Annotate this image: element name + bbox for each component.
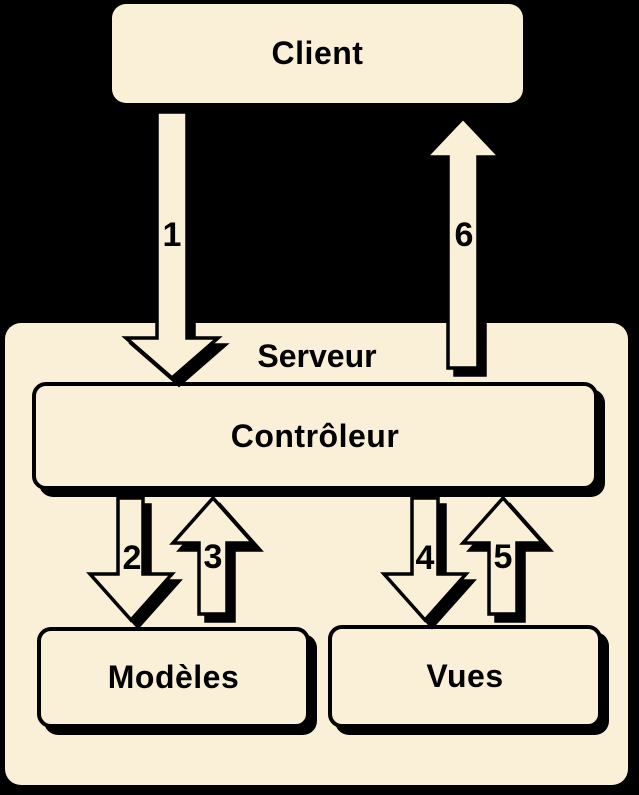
arrow-3-label: 3 <box>203 538 223 576</box>
arrow-4-label: 4 <box>415 539 435 577</box>
arrow-6 <box>421 115 512 377</box>
arrow-4-body <box>380 496 470 623</box>
arrow-6-label: 6 <box>454 216 474 254</box>
controleur-label: Contrôleur <box>230 417 400 454</box>
arrow-2 <box>86 496 183 630</box>
arrow-1-label: 1 <box>162 216 182 254</box>
controleur-node: Contrôleur <box>32 382 598 490</box>
client-label: Client <box>271 35 364 71</box>
arrow-6-body <box>421 115 505 370</box>
arrow-5-body <box>459 495 547 616</box>
arrow-3-body <box>169 495 257 616</box>
modeles-node: Modèles <box>37 627 310 728</box>
arrow-1-body <box>121 110 223 381</box>
modeles-label: Modèles <box>107 659 240 695</box>
arrow-4 <box>380 496 477 630</box>
arrow-5-label: 5 <box>493 538 513 576</box>
arrow-3 <box>169 495 264 623</box>
arrow-2-body <box>86 496 176 623</box>
vues-label: Vues <box>426 658 504 694</box>
arrow-5 <box>459 495 554 623</box>
vues-node: Vues <box>328 625 602 728</box>
arrow-2-label: 2 <box>122 539 142 577</box>
client-node: Client <box>112 4 523 103</box>
serveur-label: Serveur <box>257 338 377 374</box>
arrow-1 <box>121 110 230 388</box>
